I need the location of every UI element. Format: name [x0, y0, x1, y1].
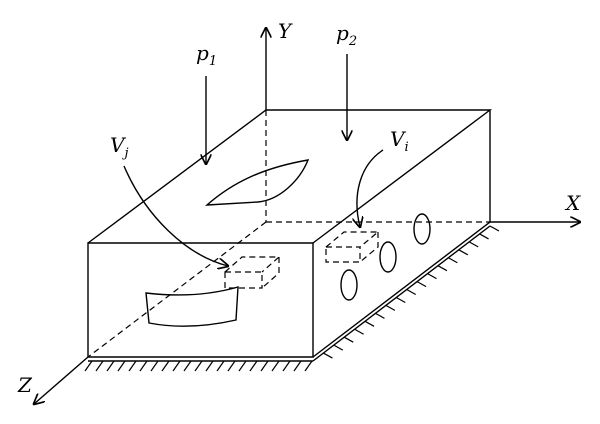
- hatch-mark: [427, 273, 437, 280]
- x-axis-label: X: [564, 191, 581, 215]
- hatch-mark: [282, 360, 291, 372]
- hatch-mark: [106, 360, 115, 372]
- hatch-mark: [84, 360, 93, 372]
- front-face-opening: [145, 286, 239, 327]
- hatch-mark: [293, 360, 302, 372]
- p2-label: p2: [336, 21, 357, 49]
- top-face: [87, 109, 493, 244]
- hatch-mark: [396, 296, 406, 303]
- vj-label: Vj: [110, 133, 128, 161]
- hatch-mark: [458, 249, 469, 256]
- hatch-mark: [205, 360, 214, 372]
- top-face-opening: [204, 159, 310, 206]
- hatch-mark: [128, 360, 137, 372]
- hatch-mark: [354, 328, 364, 335]
- hatch-mark: [139, 360, 148, 372]
- volume-j-box: [224, 256, 281, 289]
- volume-pointers: [123, 149, 384, 266]
- hatch-mark: [489, 225, 500, 232]
- hatch-mark: [95, 360, 104, 372]
- z-axis-arrow: [34, 356, 89, 404]
- y-axis-label: Y: [278, 19, 293, 43]
- hatch-mark: [260, 360, 269, 372]
- hatch-mark: [183, 360, 192, 372]
- hatch-mark: [468, 241, 479, 248]
- vi-pointer-arrow: [357, 149, 384, 227]
- volume-i-box: [325, 231, 380, 263]
- hatch-mark: [385, 304, 396, 311]
- hidden-edges: [87, 110, 490, 358]
- hatch-mark: [304, 360, 313, 372]
- p1-label: p1: [196, 41, 217, 69]
- hatch-mark: [216, 360, 225, 372]
- z-axis-label: Z: [17, 373, 33, 397]
- side-hole-3: [413, 213, 431, 245]
- hatch-mark: [161, 360, 170, 372]
- ground-line-side: [312, 225, 491, 362]
- ground-support: [84, 225, 500, 372]
- hidden-depth-edge: [87, 221, 267, 358]
- hatch-mark: [150, 360, 159, 372]
- hatch-mark: [437, 265, 448, 272]
- side-hole-1: [340, 269, 358, 301]
- hatch-mark: [172, 360, 181, 372]
- vj-pointer-arrow: [123, 165, 228, 266]
- side-hole-2: [379, 241, 397, 273]
- hatch-mark: [249, 360, 258, 372]
- hatch-mark: [406, 289, 416, 296]
- hatch-mark: [343, 336, 354, 343]
- hatch-mark: [375, 312, 385, 319]
- ground-hatch-side: [323, 225, 500, 359]
- ground-hatch-front: [84, 360, 313, 372]
- hatch-mark: [238, 360, 247, 372]
- vi-label: Vi: [390, 127, 409, 155]
- face-features: [145, 159, 431, 327]
- hatch-mark: [479, 233, 489, 240]
- hatch-mark: [333, 344, 344, 351]
- hatch-mark: [117, 360, 126, 372]
- hatch-mark: [271, 360, 280, 372]
- hatch-mark: [364, 320, 375, 327]
- load-arrows: [206, 54, 347, 164]
- hatch-mark: [227, 360, 236, 372]
- hatch-mark: [323, 352, 333, 359]
- hatch-mark: [194, 360, 203, 372]
- hatch-mark: [448, 257, 458, 264]
- axes: [34, 28, 580, 404]
- hatch-mark: [416, 281, 427, 288]
